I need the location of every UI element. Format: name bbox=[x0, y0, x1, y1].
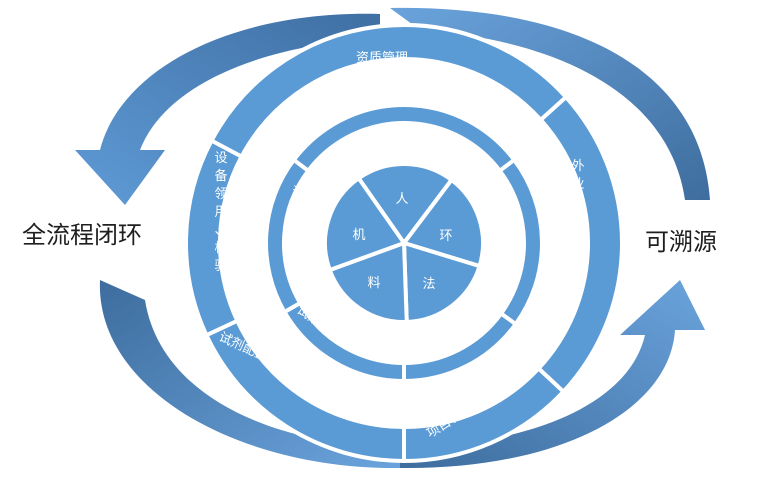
core-segment-huan bbox=[400, 177, 485, 269]
core-label-ji: 机 bbox=[352, 228, 365, 243]
core-label-liao: 料 bbox=[367, 276, 380, 291]
arrow-right-bottom bbox=[400, 280, 705, 469]
side-label-left: 全流程闭环 bbox=[22, 221, 142, 249]
core-segment-liao bbox=[327, 240, 409, 324]
core-segment-fa bbox=[401, 240, 483, 325]
middle-label-right: 内业环境 bbox=[504, 193, 517, 257]
core-segment-ji bbox=[323, 175, 408, 273]
outer-label-right: 外业环境记录 bbox=[571, 159, 584, 264]
core-label-huan: 环 bbox=[439, 229, 452, 244]
core-label-fa: 法 bbox=[422, 277, 435, 292]
outer-segment-left bbox=[184, 137, 245, 338]
middle-label-top: 人员管理 bbox=[362, 133, 414, 148]
middle-segment-left bbox=[264, 157, 311, 315]
outer-label-top: 资质管理 bbox=[356, 51, 408, 66]
core-label-ren: 人 bbox=[395, 192, 408, 207]
arrow-left-top bbox=[75, 13, 380, 205]
middle-label-left: 设备管理 bbox=[292, 185, 305, 248]
core-pie bbox=[323, 162, 485, 325]
ring-segments bbox=[184, 23, 624, 464]
outer-label-left: 设备领用、校验 bbox=[214, 151, 227, 274]
side-label-right: 可溯源 bbox=[645, 228, 717, 256]
core-segment-ren bbox=[355, 162, 455, 247]
